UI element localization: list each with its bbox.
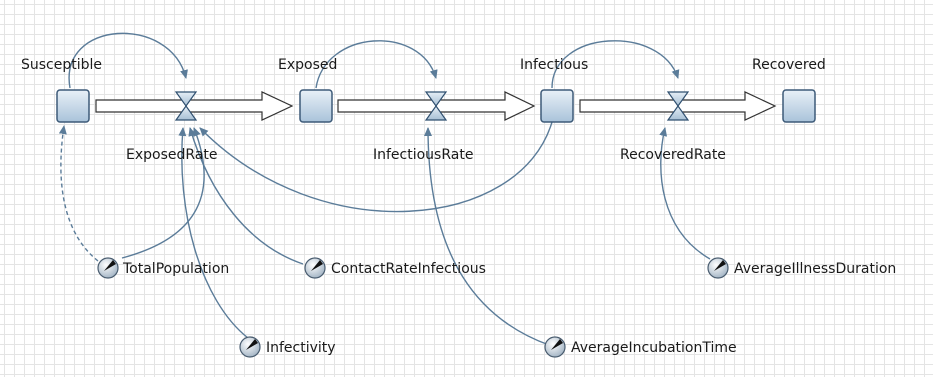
- flow-label-infectious-rate: InfectiousRate: [373, 147, 473, 163]
- link-contact-rate-to-exposed-rate[interactable]: [188, 127, 304, 265]
- param-label-total-population: TotalPopulation: [122, 261, 229, 277]
- param-label-average-incubation-time: AverageIncubationTime: [571, 340, 737, 356]
- contact-rate-gauge-icon[interactable]: [304, 257, 326, 279]
- flow-label-recovered-rate: RecoveredRate: [620, 147, 726, 163]
- exposed-rate-valve[interactable]: [174, 91, 198, 121]
- link-infectivity-to-exposed-rate[interactable]: [178, 127, 249, 339]
- stock-label-exposed: Exposed: [278, 57, 337, 73]
- link-infectious-to-exposed-rate[interactable]: [199, 121, 553, 213]
- link-illness-duration-to-recovered-rate[interactable]: [659, 127, 711, 260]
- stock-recovered[interactable]: [782, 89, 816, 123]
- recovered-rate-valve[interactable]: [666, 91, 690, 121]
- incubation-time-gauge-icon[interactable]: [544, 336, 566, 358]
- pipe-susceptible-to-exposed[interactable]: [95, 91, 294, 121]
- stock-susceptible[interactable]: [56, 89, 90, 123]
- link-susceptible-to-exposed-rate[interactable]: [68, 32, 188, 89]
- stock-exposed[interactable]: [299, 89, 333, 123]
- stock-label-recovered: Recovered: [752, 57, 826, 73]
- infectious-rate-valve[interactable]: [424, 91, 448, 121]
- influence-links: [58, 32, 711, 346]
- illness-duration-gauge-icon[interactable]: [707, 257, 729, 279]
- stock-label-infectious: Infectious: [520, 57, 588, 73]
- link-infectious-to-recovered-rate[interactable]: [551, 40, 680, 89]
- total-population-gauge-icon[interactable]: [97, 257, 119, 279]
- param-label-infectivity: Infectivity: [266, 340, 336, 356]
- stock-label-susceptible: Susceptible: [21, 57, 102, 73]
- stock-infectious[interactable]: [540, 89, 574, 123]
- link-incubation-time-to-infectious-rate[interactable]: [424, 127, 550, 346]
- param-label-average-illness-duration: AverageIllnessDuration: [734, 261, 896, 277]
- link-total-population-to-exposed-rate[interactable]: [121, 127, 205, 259]
- infectivity-gauge-icon[interactable]: [239, 336, 261, 358]
- link-exposed-to-infectious-rate[interactable]: [315, 40, 438, 89]
- flow-label-exposed-rate: ExposedRate: [126, 147, 217, 163]
- param-label-contact-rate-infectious: ContactRateInfectious: [331, 261, 486, 277]
- link-total-population-to-susceptible[interactable]: [58, 125, 99, 262]
